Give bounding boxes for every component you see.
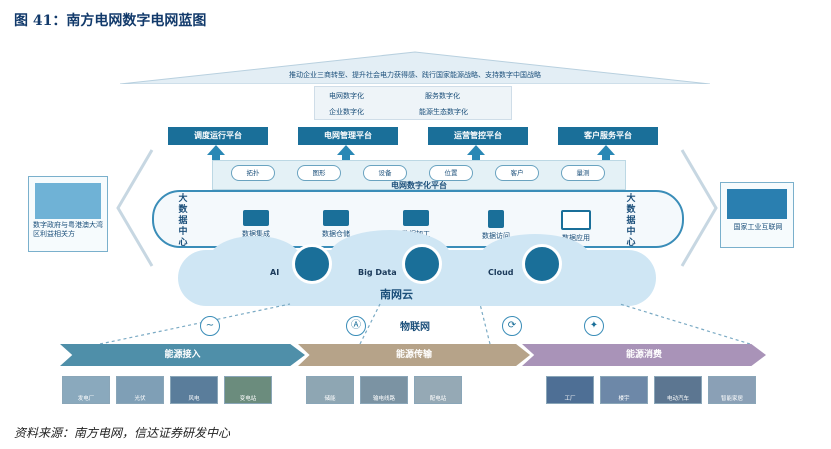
data-integration-item: 数据集成 bbox=[226, 210, 286, 239]
digitalization-item: 企业数字化 bbox=[329, 108, 364, 116]
thumbnail-transmission-line: 输电线路 bbox=[360, 376, 408, 404]
figure-title: 图 41：南方电网数字电网蓝图 bbox=[14, 13, 207, 29]
thumbnail-substation: 变电站 bbox=[224, 376, 272, 404]
tag-graphics: 图形 bbox=[297, 165, 341, 181]
band-energy-transmission: 能源传输 bbox=[298, 344, 530, 366]
chart-board-icon bbox=[561, 210, 591, 230]
cloud-name: 南网云 bbox=[380, 288, 413, 301]
platform-grid-management: 电网管理平台 bbox=[298, 127, 398, 145]
cloud-server-icon bbox=[522, 244, 562, 284]
tag-equipment: 设备 bbox=[363, 165, 407, 181]
big-data-center-label-left: 大数据中心 bbox=[178, 194, 188, 248]
band-energy-access: 能源接入 bbox=[60, 344, 305, 366]
platform-customer-service: 客户服务平台 bbox=[558, 127, 658, 145]
tag-topology: 拓扑 bbox=[231, 165, 275, 181]
map-icon bbox=[35, 183, 101, 219]
data-storage-item: 数据仓储 bbox=[306, 210, 366, 239]
thumbnail-ev: 电动汽车 bbox=[654, 376, 702, 404]
left-chevron-icon bbox=[116, 149, 154, 267]
wave-icon: ∼ bbox=[200, 316, 220, 336]
platform-dispatch: 调度运行平台 bbox=[168, 127, 268, 145]
digital-platform-label: 电网数字化平台 bbox=[391, 181, 447, 190]
left-card-text: 数字政府与粤港澳大湾区利益相关方 bbox=[33, 221, 103, 238]
iot-dotted-arrows bbox=[99, 303, 751, 345]
right-chevron-icon bbox=[680, 149, 718, 267]
up-arrow-icon bbox=[467, 145, 485, 163]
tag-measurement: 量测 bbox=[561, 165, 605, 181]
data-application-item: 数据应用 bbox=[546, 210, 606, 243]
data-access-item: 数据访问 bbox=[466, 210, 526, 241]
truck-icon bbox=[243, 210, 269, 226]
building-icon bbox=[488, 210, 504, 228]
big-data-center-label-right: 大数据中心 bbox=[626, 194, 636, 248]
grid-digital-platform: 拓扑 图形 设备 位置 客户 量测 bbox=[212, 160, 626, 190]
tag-location: 位置 bbox=[429, 165, 473, 181]
left-stakeholder-card: 数字政府与粤港澳大湾区利益相关方 bbox=[28, 176, 108, 252]
digitalization-item: 能源生态数字化 bbox=[419, 108, 468, 116]
right-card-text: 国家工业互联网 bbox=[733, 223, 783, 231]
thumbnail-smart-home: 智能家居 bbox=[708, 376, 756, 404]
sync-icon: ⟳ bbox=[502, 316, 522, 336]
thumbnail-factory: 工厂 bbox=[546, 376, 594, 404]
thumbnail-building: 楼宇 bbox=[600, 376, 648, 404]
tag-customer: 客户 bbox=[495, 165, 539, 181]
thumbnail-storage: 储能 bbox=[306, 376, 354, 404]
digitalization-item: 服务数字化 bbox=[425, 92, 460, 100]
cloud-node-big-data: Big Data bbox=[358, 268, 397, 277]
platform-operation-control: 运营管控平台 bbox=[428, 127, 528, 145]
cloud-node-cloud: Cloud bbox=[488, 268, 514, 277]
thumbnail-power-plant: 发电厂 bbox=[62, 376, 110, 404]
cloud-node-ai: AI bbox=[270, 268, 280, 277]
up-arrow-icon bbox=[337, 145, 355, 163]
big-data-icon bbox=[402, 244, 442, 284]
warehouse-icon bbox=[323, 210, 349, 226]
figure-source: 资料来源：南方电网，信达证券研发中心 bbox=[14, 426, 231, 440]
digitalization-item: 电网数字化 bbox=[329, 92, 364, 100]
up-arrow-icon bbox=[207, 145, 225, 163]
sensor-icon: ✦ bbox=[584, 316, 604, 336]
antenna-icon: Ⓐ bbox=[346, 316, 366, 336]
top-banner-roof bbox=[120, 51, 710, 84]
digitalization-grid: 电网数字化 服务数字化 企业数字化 能源生态数字化 bbox=[314, 86, 512, 120]
factory-icon bbox=[403, 210, 429, 226]
thumbnail-wind: 风电 bbox=[170, 376, 218, 404]
top-banner-text: 推动企业三商转型、提升社会电力获得感、践行国家能源战略、支持数字中国战略 bbox=[289, 71, 541, 79]
band-energy-consumption: 能源消费 bbox=[522, 344, 766, 366]
iot-label: 物联网 bbox=[400, 322, 430, 333]
thumbnail-solar: 光伏 bbox=[116, 376, 164, 404]
ai-icon bbox=[292, 244, 332, 284]
up-arrow-icon bbox=[597, 145, 615, 163]
network-icon bbox=[727, 189, 787, 219]
right-industrial-internet-card: 国家工业互联网 bbox=[720, 182, 794, 248]
thumbnail-distribution: 配电站 bbox=[414, 376, 462, 404]
